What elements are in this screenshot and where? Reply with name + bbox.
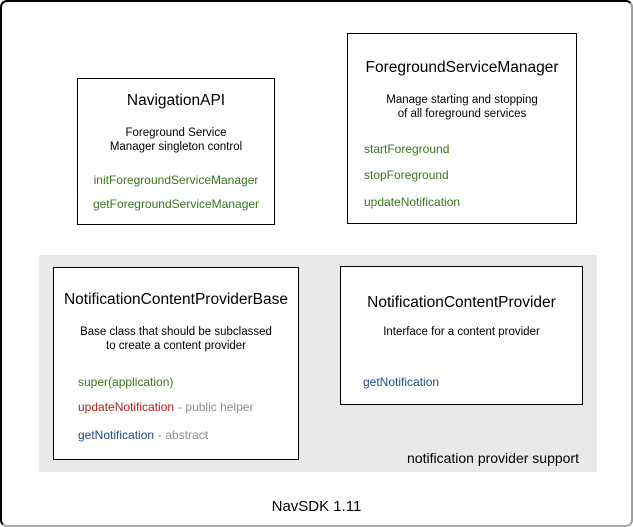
class-box-foreground-service-manager: ForegroundServiceManager Manage starting… (347, 33, 577, 224)
method-start-foreground: startForeground (364, 142, 450, 156)
method-get-notification-row: getNotification- abstract (78, 428, 208, 443)
method-get-foreground-service-manager: getForegroundServiceManager (92, 197, 260, 211)
class-description: Manage starting and stopping of all fore… (348, 93, 576, 121)
method-update-notification-row: updateNotification- public helper (78, 400, 253, 415)
class-box-navigation-api: NavigationAPI Foreground Service Manager… (77, 78, 275, 225)
method-annotation-public-helper: - public helper (178, 400, 254, 414)
description-line: Base class that should be subclassed (80, 326, 272, 338)
description-line: Interface for a content provider (383, 326, 540, 338)
group-label-notification-provider-support: notification provider support (407, 450, 579, 466)
description-line: Manager singleton control (109, 141, 243, 153)
class-box-notification-content-provider-base: NotificationContentProviderBase Base cla… (53, 267, 299, 460)
class-box-notification-content-provider: NotificationContentProvider Interface fo… (340, 266, 583, 405)
method-init-foreground-service-manager: initForegroundServiceManager (93, 173, 259, 187)
description-line: to create a content provider (106, 340, 246, 352)
description-line: Foreground Service (125, 127, 227, 139)
description-line: of all foreground services (397, 108, 527, 120)
method-update-notification: updateNotification (364, 195, 461, 209)
method-annotation-abstract: - abstract (158, 428, 209, 442)
class-description: Base class that should be subclassed to … (54, 325, 298, 353)
method-get-notification: getNotification (78, 428, 155, 442)
method-stop-foreground: stopForeground (364, 168, 449, 182)
class-description: Foreground Service Manager singleton con… (78, 126, 274, 154)
diagram-caption-navsdk-version: NavSDK 1.11 (271, 498, 362, 515)
notification-provider-support-group: NotificationContentProviderBase Base cla… (39, 255, 597, 472)
method-update-notification: updateNotification (78, 400, 175, 414)
class-title-foreground-service-manager: ForegroundServiceManager (365, 59, 559, 76)
class-title-navigation-api: NavigationAPI (126, 92, 226, 109)
description-line: Manage starting and stopping (386, 94, 538, 106)
class-title-notification-content-provider-base: NotificationContentProviderBase (63, 291, 288, 308)
class-description: Interface for a content provider (341, 325, 582, 339)
method-super-application: super(application) (78, 375, 174, 389)
class-title-notification-content-provider: NotificationContentProvider (367, 294, 556, 311)
method-get-notification: getNotification (363, 375, 440, 389)
